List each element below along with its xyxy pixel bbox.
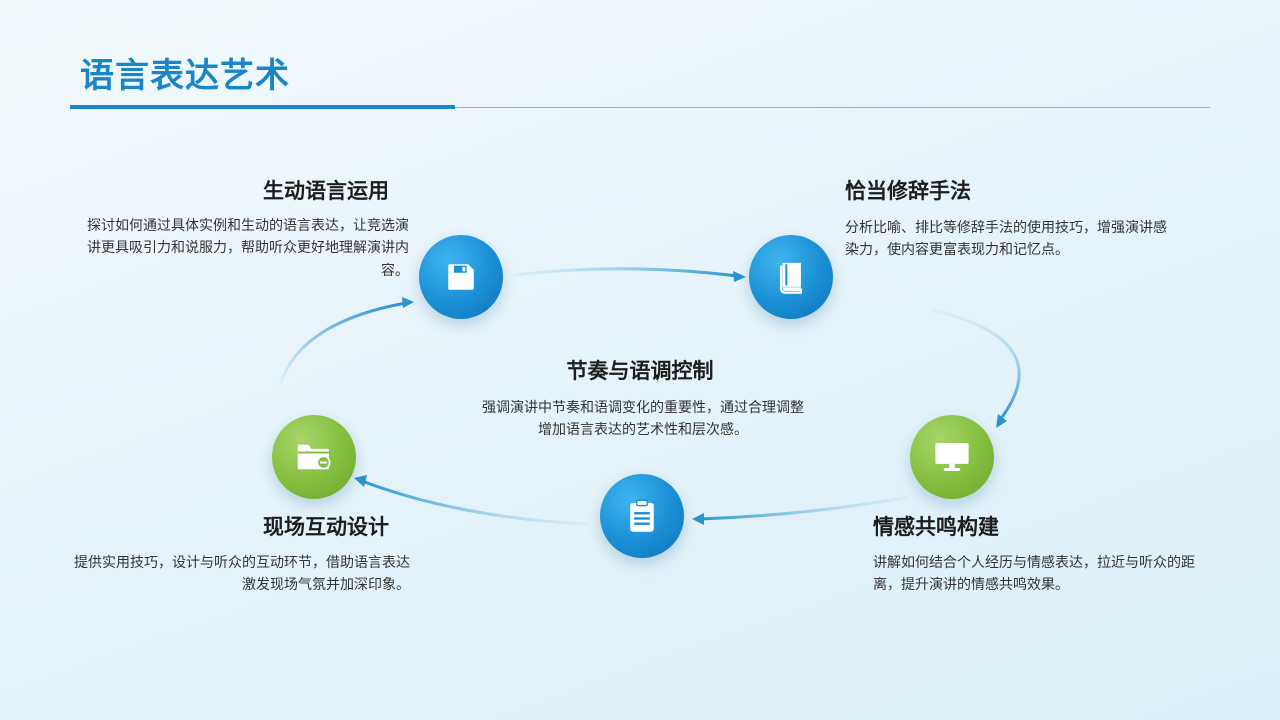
node-circle-emotion [910, 415, 994, 499]
clipboard-icon [630, 499, 654, 532]
node-heading-vivid-language: 生动语言运用 [263, 179, 389, 203]
arrow-left [278, 301, 407, 386]
node-circle-rhetoric [749, 235, 833, 319]
page-title: 语言表达艺术 [80, 56, 290, 96]
node-heading-emotion: 情感共鸣构建 [873, 515, 999, 539]
monitor-icon [935, 443, 969, 471]
arrow-right-head [996, 414, 1007, 428]
node-circle-rhythm [600, 474, 684, 558]
floppy-disk-icon [448, 264, 474, 290]
arrow-bottom-left-head [354, 475, 367, 487]
node-desc-rhythm: 强调演讲中节奏和语调变化的重要性，通过合理调整增加语言表达的艺术性和层次感。 [482, 400, 804, 439]
folder-minus-icon [297, 444, 331, 470]
node-heading-rhetoric: 恰当修辞手法 [845, 179, 971, 203]
node-heading-rhythm: 节奏与语调控制 [566, 359, 714, 383]
title-underline-accent [70, 105, 455, 109]
node-desc-emotion: 讲解如何结合个人经历与情感表达，拉近与听众的距离，提升演讲的情感共鸣效果。 [873, 555, 1195, 594]
arrow-top-head [733, 271, 746, 282]
title-underline [70, 107, 1210, 108]
arrow-bottom-right-head [692, 513, 704, 525]
arrow-bottom-right [699, 495, 909, 521]
arrow-right [931, 308, 1021, 421]
arrow-left-head [402, 297, 414, 308]
node-circle-interaction [272, 415, 356, 499]
arrow-top [514, 267, 739, 278]
node-desc-rhetoric: 分析比喻、排比等修辞手法的使用技巧，增强演讲感染力，使内容更富表现力和记忆点。 [845, 220, 1167, 259]
arrow-bottom-left [361, 479, 589, 526]
node-heading-interaction: 现场互动设计 [263, 515, 389, 539]
node-circle-vivid-language [419, 235, 503, 319]
node-desc-interaction: 提供实用技巧，设计与听众的互动环节，借助语言表达激发现场气氛并加深印象。 [74, 555, 410, 594]
book-icon [779, 262, 803, 294]
node-desc-vivid-language: 探讨如何通过具体实例和生动的语言表达，让竞选演讲更具吸引力和说服力，帮助听众更好… [87, 218, 409, 279]
